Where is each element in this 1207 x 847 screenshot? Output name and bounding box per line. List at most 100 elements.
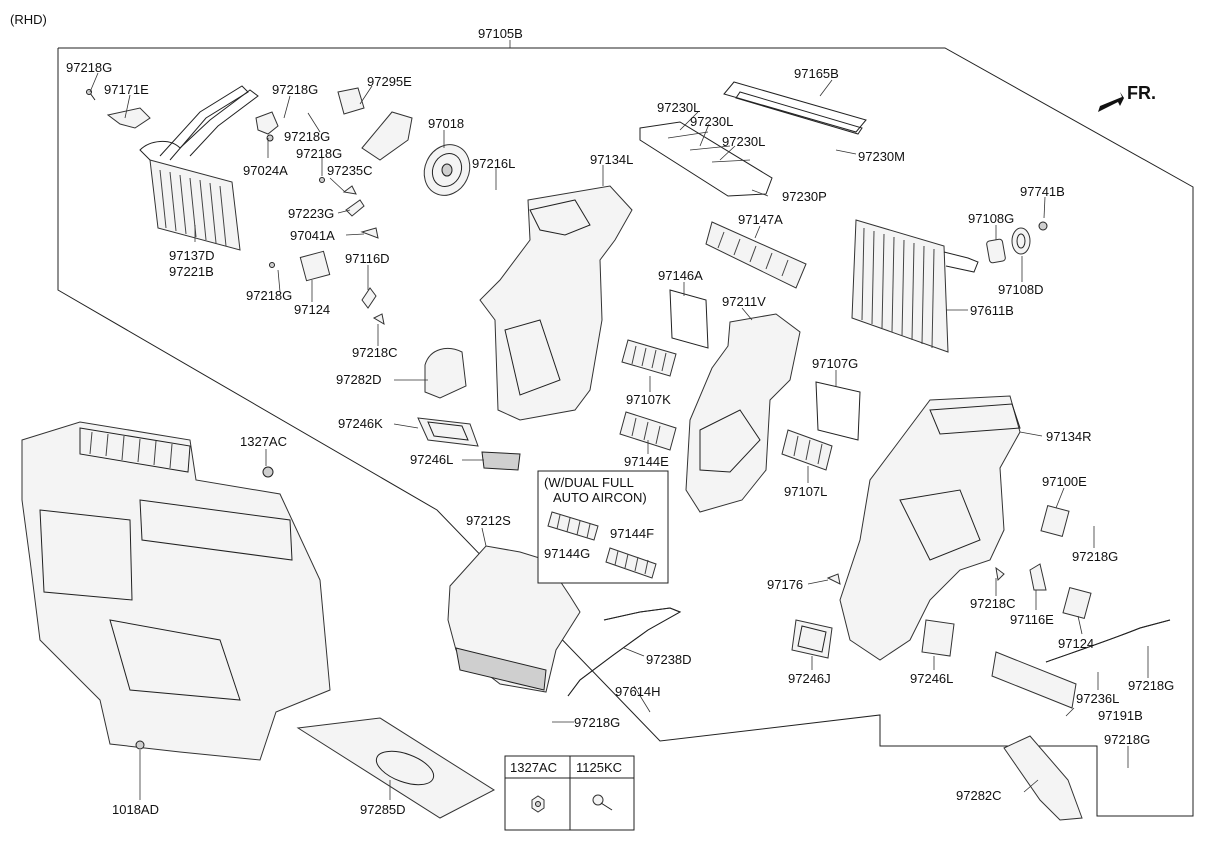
part-label: 97144F bbox=[610, 526, 654, 541]
part-label: 97146A bbox=[658, 268, 703, 283]
seals bbox=[417, 417, 521, 471]
part-label: 97107G bbox=[812, 356, 858, 371]
right-actuators bbox=[826, 504, 1092, 620]
actuator-bracket bbox=[337, 87, 413, 161]
part-label: 97144G bbox=[544, 546, 590, 561]
assembly-outline bbox=[57, 47, 1194, 817]
part-label: 97147A bbox=[738, 212, 783, 227]
screw-icon bbox=[592, 794, 613, 811]
assembly-number: 97105B bbox=[478, 26, 523, 41]
defrost-door-frame bbox=[815, 381, 861, 441]
part-label: 97134R bbox=[1046, 429, 1092, 444]
blower-scroll-cover bbox=[424, 348, 467, 399]
evaporator-core bbox=[139, 85, 259, 251]
part-label: 97285D bbox=[360, 802, 406, 817]
part-label: 97230L bbox=[657, 100, 700, 115]
part-label: 97235C bbox=[327, 163, 373, 178]
dual-aircon-inset: (W/DUAL FULL AUTO AIRCON) 97144G 97144F bbox=[537, 470, 669, 584]
part-label: 97116D bbox=[345, 251, 390, 266]
part-label: 97246L bbox=[910, 671, 953, 686]
part-label: 97238D bbox=[646, 652, 692, 667]
part-label: 97218G bbox=[1072, 549, 1118, 564]
part-label: 97212S bbox=[466, 513, 511, 528]
mode-door-frame bbox=[669, 289, 709, 349]
heater-core bbox=[851, 219, 979, 353]
part-label: 97218G bbox=[272, 82, 318, 97]
part-label: 97024A bbox=[243, 163, 288, 178]
mode-actuator bbox=[269, 250, 385, 326]
part-label: 97107L bbox=[784, 484, 827, 499]
part-label: 97614H bbox=[615, 684, 661, 699]
variant-label: (RHD) bbox=[10, 12, 47, 27]
lever-parts bbox=[319, 177, 379, 239]
part-label: 97246J bbox=[788, 671, 831, 686]
foot-duct bbox=[1003, 735, 1083, 821]
part-label: 97230P bbox=[782, 189, 827, 204]
assembled-hvac-unit bbox=[21, 421, 331, 761]
part-label: 97165B bbox=[794, 66, 839, 81]
part-label: 97246L bbox=[410, 452, 453, 467]
part-label: 97282D bbox=[336, 372, 382, 387]
part-label: 97137D bbox=[169, 248, 215, 263]
fastener-table: 1327AC 1125KC bbox=[504, 755, 635, 831]
part-label: 1018AD bbox=[112, 802, 159, 817]
vent-doors bbox=[619, 339, 833, 471]
cabin-filter bbox=[991, 651, 1077, 709]
left-case-half bbox=[479, 185, 633, 421]
part-label: 97108D bbox=[998, 282, 1044, 297]
leader-lines bbox=[89, 72, 1149, 800]
part-label: 97611B bbox=[970, 303, 1014, 318]
temperature-door bbox=[705, 221, 807, 289]
heater-seals bbox=[986, 221, 1048, 264]
part-labels: 97218G 97171E 97218G 97295E 97218G 97218… bbox=[66, 60, 1174, 817]
clip-bracket bbox=[255, 111, 279, 142]
part-label: 97216L bbox=[472, 156, 515, 171]
part-label: 97218G bbox=[66, 60, 112, 75]
undercover bbox=[296, 717, 496, 819]
part-label: 97236L bbox=[1076, 691, 1119, 706]
blower-fan-icon bbox=[423, 144, 471, 196]
table-header: 1125KC bbox=[576, 760, 622, 775]
part-label: 97100E bbox=[1042, 474, 1087, 489]
part-label: 97124 bbox=[294, 302, 330, 317]
part-label: 97218C bbox=[352, 345, 398, 360]
front-direction-label: FR. bbox=[1127, 83, 1156, 103]
center-case bbox=[685, 313, 801, 513]
part-label: 97221B bbox=[169, 264, 214, 279]
part-label: 97211V bbox=[722, 294, 766, 309]
heater-hose bbox=[1045, 619, 1171, 663]
part-label: 97218G bbox=[296, 146, 342, 161]
nut-icon bbox=[531, 795, 545, 813]
part-label: 97230L bbox=[690, 114, 733, 129]
table-header: 1327AC bbox=[510, 760, 557, 775]
part-label: 97246K bbox=[338, 416, 383, 431]
drain-hose bbox=[567, 607, 682, 697]
inset-title-line1: (W/DUAL FULL bbox=[544, 475, 634, 490]
part-label: 97171E bbox=[104, 82, 149, 97]
front-direction-arrow-icon bbox=[1098, 92, 1124, 112]
part-label: 97041A bbox=[290, 228, 335, 243]
part-label: 1327AC bbox=[240, 434, 287, 449]
part-label: 97018 bbox=[428, 116, 464, 131]
expansion-valve bbox=[106, 107, 151, 129]
right-case-half bbox=[839, 395, 1021, 661]
air-filter-frames bbox=[639, 81, 867, 197]
part-label: 97218G bbox=[574, 715, 620, 730]
part-label: 97295E bbox=[367, 74, 412, 89]
part-label: 97218C bbox=[970, 596, 1016, 611]
part-label: 97116E bbox=[1010, 612, 1054, 627]
part-label: 97218G bbox=[1128, 678, 1174, 693]
part-label: 97218G bbox=[284, 129, 330, 144]
part-label: 97124 bbox=[1058, 636, 1094, 651]
part-label: 97218G bbox=[246, 288, 292, 303]
part-label: 97230M bbox=[858, 149, 905, 164]
part-label: 97144E bbox=[624, 454, 669, 469]
part-label: 97176 bbox=[767, 577, 803, 592]
inset-title-line2: AUTO AIRCON) bbox=[553, 490, 647, 505]
floor-seals bbox=[791, 619, 955, 659]
part-label: 97107K bbox=[626, 392, 671, 407]
part-label: 97223G bbox=[288, 206, 334, 221]
part-label: 97218G bbox=[1104, 732, 1150, 747]
part-label: 97191B bbox=[1098, 708, 1143, 723]
